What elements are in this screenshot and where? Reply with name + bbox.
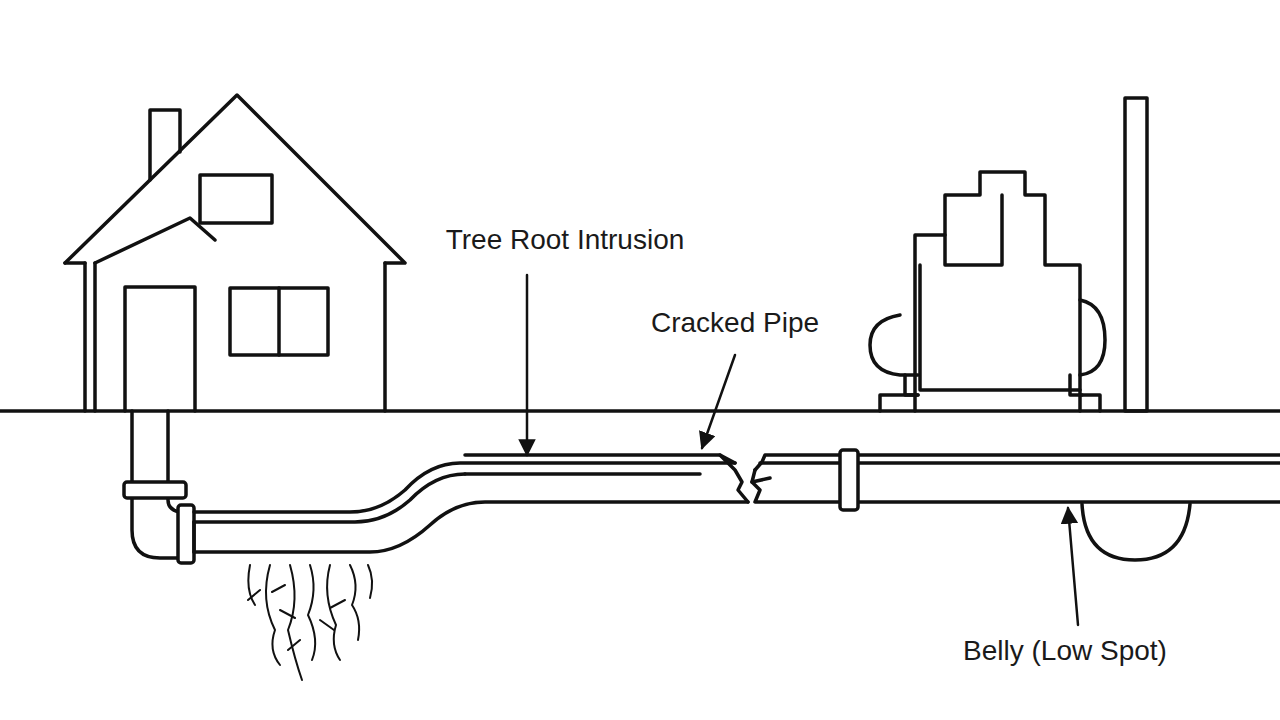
sewer-pipe — [124, 411, 1280, 563]
callout-label: Tree Root Intrusion — [446, 225, 685, 256]
utility-equipment — [870, 172, 1105, 411]
tree-roots — [248, 565, 372, 680]
callout-label: Belly (Low Spot) — [963, 636, 1167, 667]
leader-lines — [527, 275, 1078, 625]
house — [65, 95, 405, 411]
callout-label: Cracked Pipe — [651, 308, 819, 339]
ground-line — [0, 409, 1280, 413]
utility-pole — [1125, 98, 1147, 411]
